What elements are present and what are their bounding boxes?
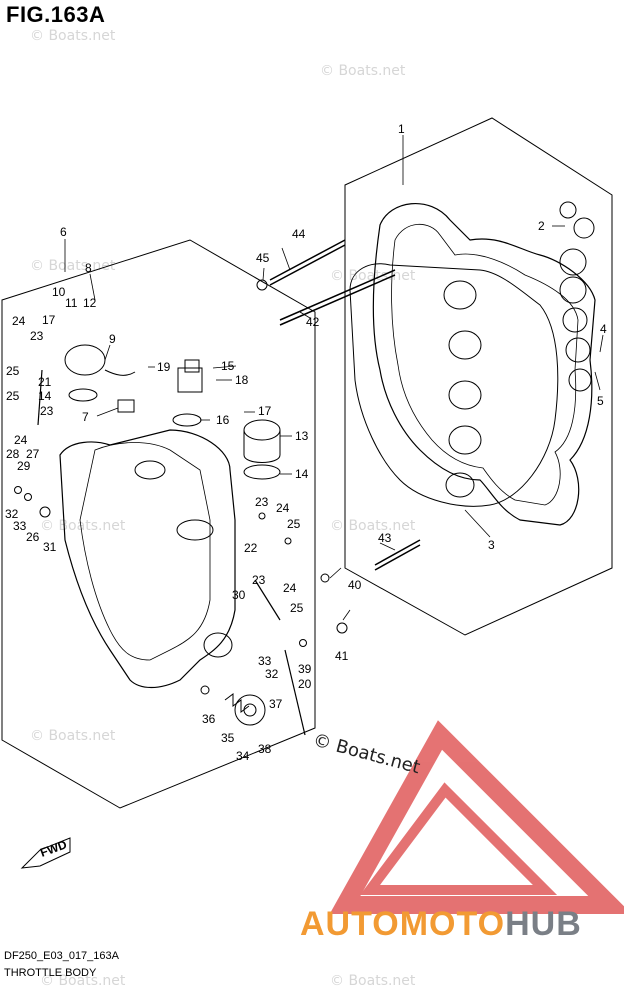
watermark: © Boats.net [320,63,406,79]
callout-36: 36 [202,712,216,726]
callout-14b: 14 [38,389,52,403]
logo-part1: AUTO [300,905,400,943]
callout-1: 1 [398,122,405,136]
watermark-layer: © Boats.net © Boats.net © Boats.net © Bo… [30,28,416,988]
callout-34: 34 [236,749,250,763]
watermark: © Boats.net [30,258,116,274]
callout-23: 23 [30,329,44,343]
callout-33: 33 [13,519,27,533]
logo-triangle [329,720,624,914]
callout-14: 14 [295,467,309,481]
callout-41: 41 [335,649,349,663]
callout-42: 42 [306,315,320,329]
callout-24: 24 [12,314,26,328]
callout-24b: 24 [14,433,28,447]
callout-32b: 32 [265,667,279,681]
watermark: © Boats.net [330,268,416,284]
callout-10: 10 [52,285,66,299]
callout-43: 43 [378,531,392,545]
gasket-rings [559,201,595,392]
callout-25b: 25 [6,389,20,403]
callout-9: 9 [109,332,116,346]
callout-12: 12 [83,296,97,310]
callout-5: 5 [597,394,604,408]
callout-30: 30 [232,588,246,602]
callout-31: 31 [43,540,57,554]
callout-29: 29 [17,459,31,473]
callout-20: 20 [298,677,312,691]
fwd-arrow: FWD [20,837,71,869]
figure-name: THROTTLE BODY [4,967,97,979]
callout-40: 40 [348,578,362,592]
callout-23c: 23 [255,495,269,509]
callout-28: 28 [6,447,20,461]
callout-25d: 25 [290,601,304,615]
watermark-primary: © Boats.net [311,730,423,779]
callout-4: 4 [600,322,607,336]
automotohub-logo: AUTOMOTOHUB [300,905,582,944]
callout-17: 17 [258,404,272,418]
logo-part2: MOTO [399,905,506,943]
callout-22: 22 [244,541,258,555]
watermark: © Boats.net [30,728,116,744]
callout-45: 45 [256,251,270,265]
callout-11: 11 [65,296,78,310]
callout-44: 44 [292,227,306,241]
callout-23d: 23 [252,573,266,587]
callout-15: 15 [221,359,235,373]
callout-2: 2 [538,219,545,233]
callout-25: 25 [6,364,20,378]
callout-23b: 23 [40,404,54,418]
watermark: © Boats.net [40,518,126,534]
watermark: © Boats.net [330,973,416,988]
callout-24d: 24 [283,581,297,595]
callout-33b: 33 [258,654,272,668]
callout-labels: 1 2 3 4 5 6 7 8 9 10 11 12 13 14 14 15 1… [5,122,607,763]
callout-32: 32 [5,507,19,521]
leader-lines [64,135,604,621]
callout-27: 27 [26,447,40,461]
callout-25c: 25 [287,517,301,531]
watermark: © Boats.net [30,28,116,44]
manifold-panel [256,117,613,636]
callout-35: 35 [221,731,235,745]
callout-7: 7 [82,410,89,424]
callout-13: 13 [295,429,309,443]
callout-17b: 17 [42,313,56,327]
callout-38: 38 [258,742,272,756]
callout-8: 8 [85,261,92,275]
throttle-panel [1,239,316,809]
figure-title: FIG.163A [6,2,106,27]
figure-code: DF250_E03_017_163A [4,950,119,962]
callout-16: 16 [216,413,230,427]
callout-6: 6 [60,225,67,239]
callout-39: 39 [298,662,312,676]
callout-24c: 24 [276,501,290,515]
callout-18: 18 [235,373,249,387]
callout-19: 19 [157,360,171,374]
callout-3: 3 [488,538,495,552]
callout-21: 21 [38,375,52,389]
callout-37: 37 [269,697,283,711]
watermark: © Boats.net [330,518,416,534]
callout-26: 26 [26,530,40,544]
logo-part3: HUB [505,905,582,943]
watermark: © Boats.net [40,973,126,988]
